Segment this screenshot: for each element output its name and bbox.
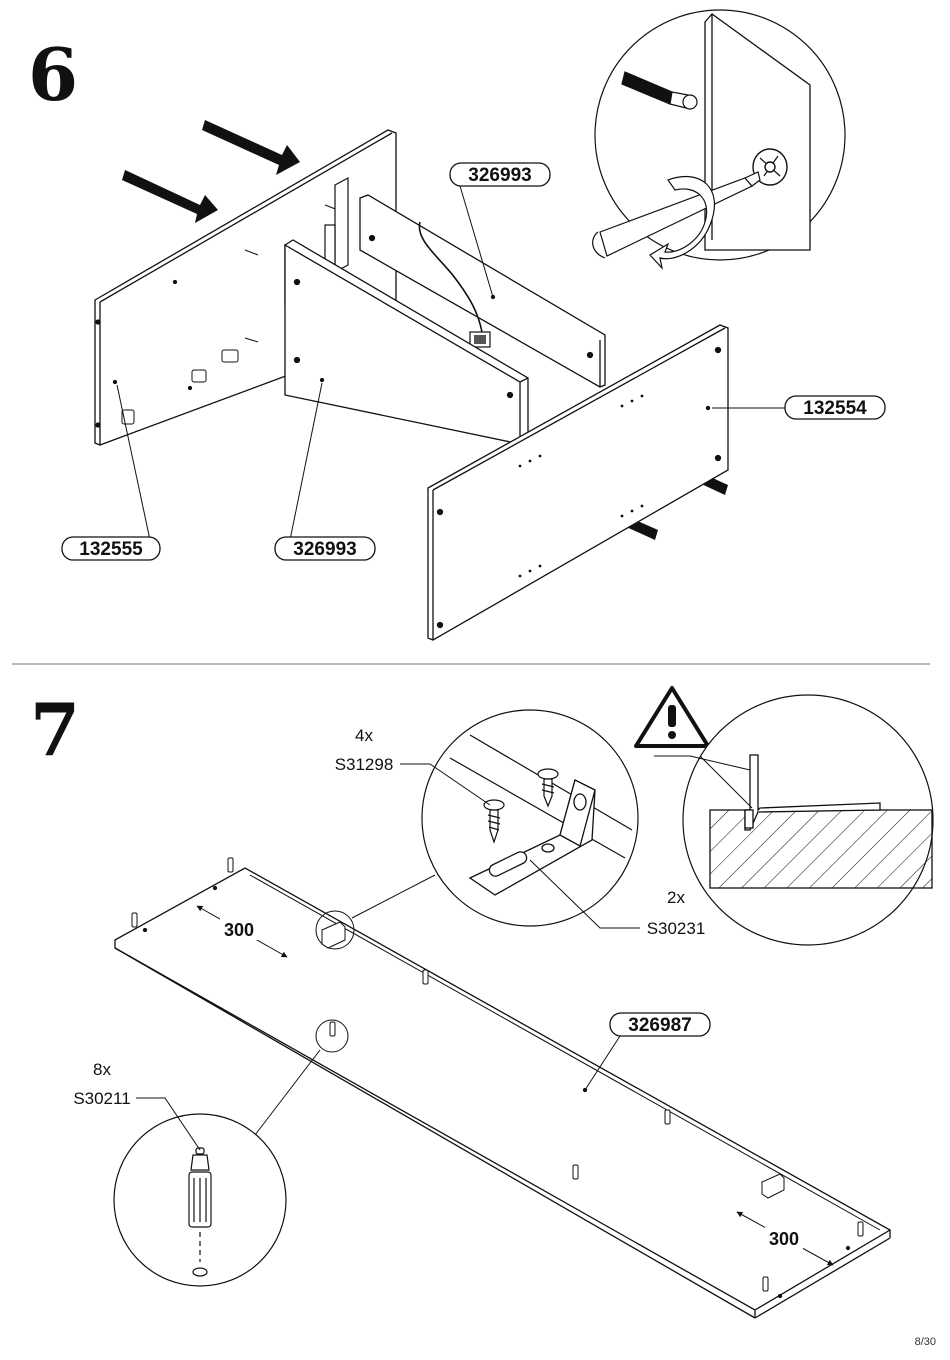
dowel-icon (131, 857, 864, 1292)
bracket-detail (421, 709, 639, 927)
cam-lock-icon (752, 148, 788, 186)
label-right-panel: 132554 (784, 395, 886, 420)
screw-code: S31298 (335, 755, 394, 774)
page-number: 8/30 (914, 1336, 936, 1348)
leader-bracket (529, 859, 640, 929)
label-left-panel: 132555 (61, 536, 161, 561)
svg-text:326987: 326987 (628, 1015, 691, 1036)
svg-text:300: 300 (224, 920, 254, 940)
step-6: 6 (28, 9, 886, 641)
side-panel-right (427, 324, 729, 641)
step-number-6: 6 (28, 32, 78, 117)
led-cable (418, 221, 491, 348)
svg-text:326993: 326993 (293, 539, 356, 560)
label-top-board: 326987 (609, 1012, 711, 1037)
leader-dowel (136, 1097, 201, 1151)
svg-text:300: 300 (769, 1229, 799, 1249)
dimension-right: 300 (736, 1211, 834, 1266)
bracket-highlight (315, 910, 355, 950)
bracket-code: S30231 (647, 919, 706, 938)
cam-lock-detail (592, 9, 846, 270)
cam-dowel-icon (621, 71, 698, 110)
label-middle-panel: 326993 (274, 536, 376, 561)
rotate-arrow-icon (649, 175, 716, 270)
dowel-qty: 8x (93, 1060, 111, 1079)
step-7: 7 (30, 686, 934, 1319)
svg-text:326993: 326993 (468, 165, 531, 186)
svg-text:132555: 132555 (79, 539, 143, 560)
leader-board (584, 1035, 621, 1091)
step-number-7: 7 (30, 687, 80, 772)
top-board (114, 867, 892, 1319)
dowel-icon (188, 1147, 212, 1277)
angle-bracket-icon (321, 921, 785, 1199)
bracket-qty: 2x (667, 888, 685, 907)
svg-text:132554: 132554 (803, 398, 867, 419)
warning-icon (634, 686, 710, 748)
leader-lines-step6 (116, 185, 785, 541)
leader-detail-bracket (351, 874, 436, 919)
leader-screw (400, 763, 491, 806)
dowel-detail (113, 1113, 287, 1287)
dowel-highlight (315, 1019, 349, 1053)
angle-bracket-icon (468, 779, 596, 896)
edge-section-detail (682, 694, 934, 946)
drawer-runner (324, 176, 349, 274)
back-panel (359, 194, 606, 388)
screw-icon (483, 768, 559, 844)
screw-qty: 4x (355, 726, 373, 745)
dowel-code: S30211 (73, 1089, 130, 1108)
label-back-panel: 326993 (449, 162, 551, 187)
dimension-left: 300 (196, 905, 288, 958)
leader-detail-dowel (254, 1049, 321, 1136)
